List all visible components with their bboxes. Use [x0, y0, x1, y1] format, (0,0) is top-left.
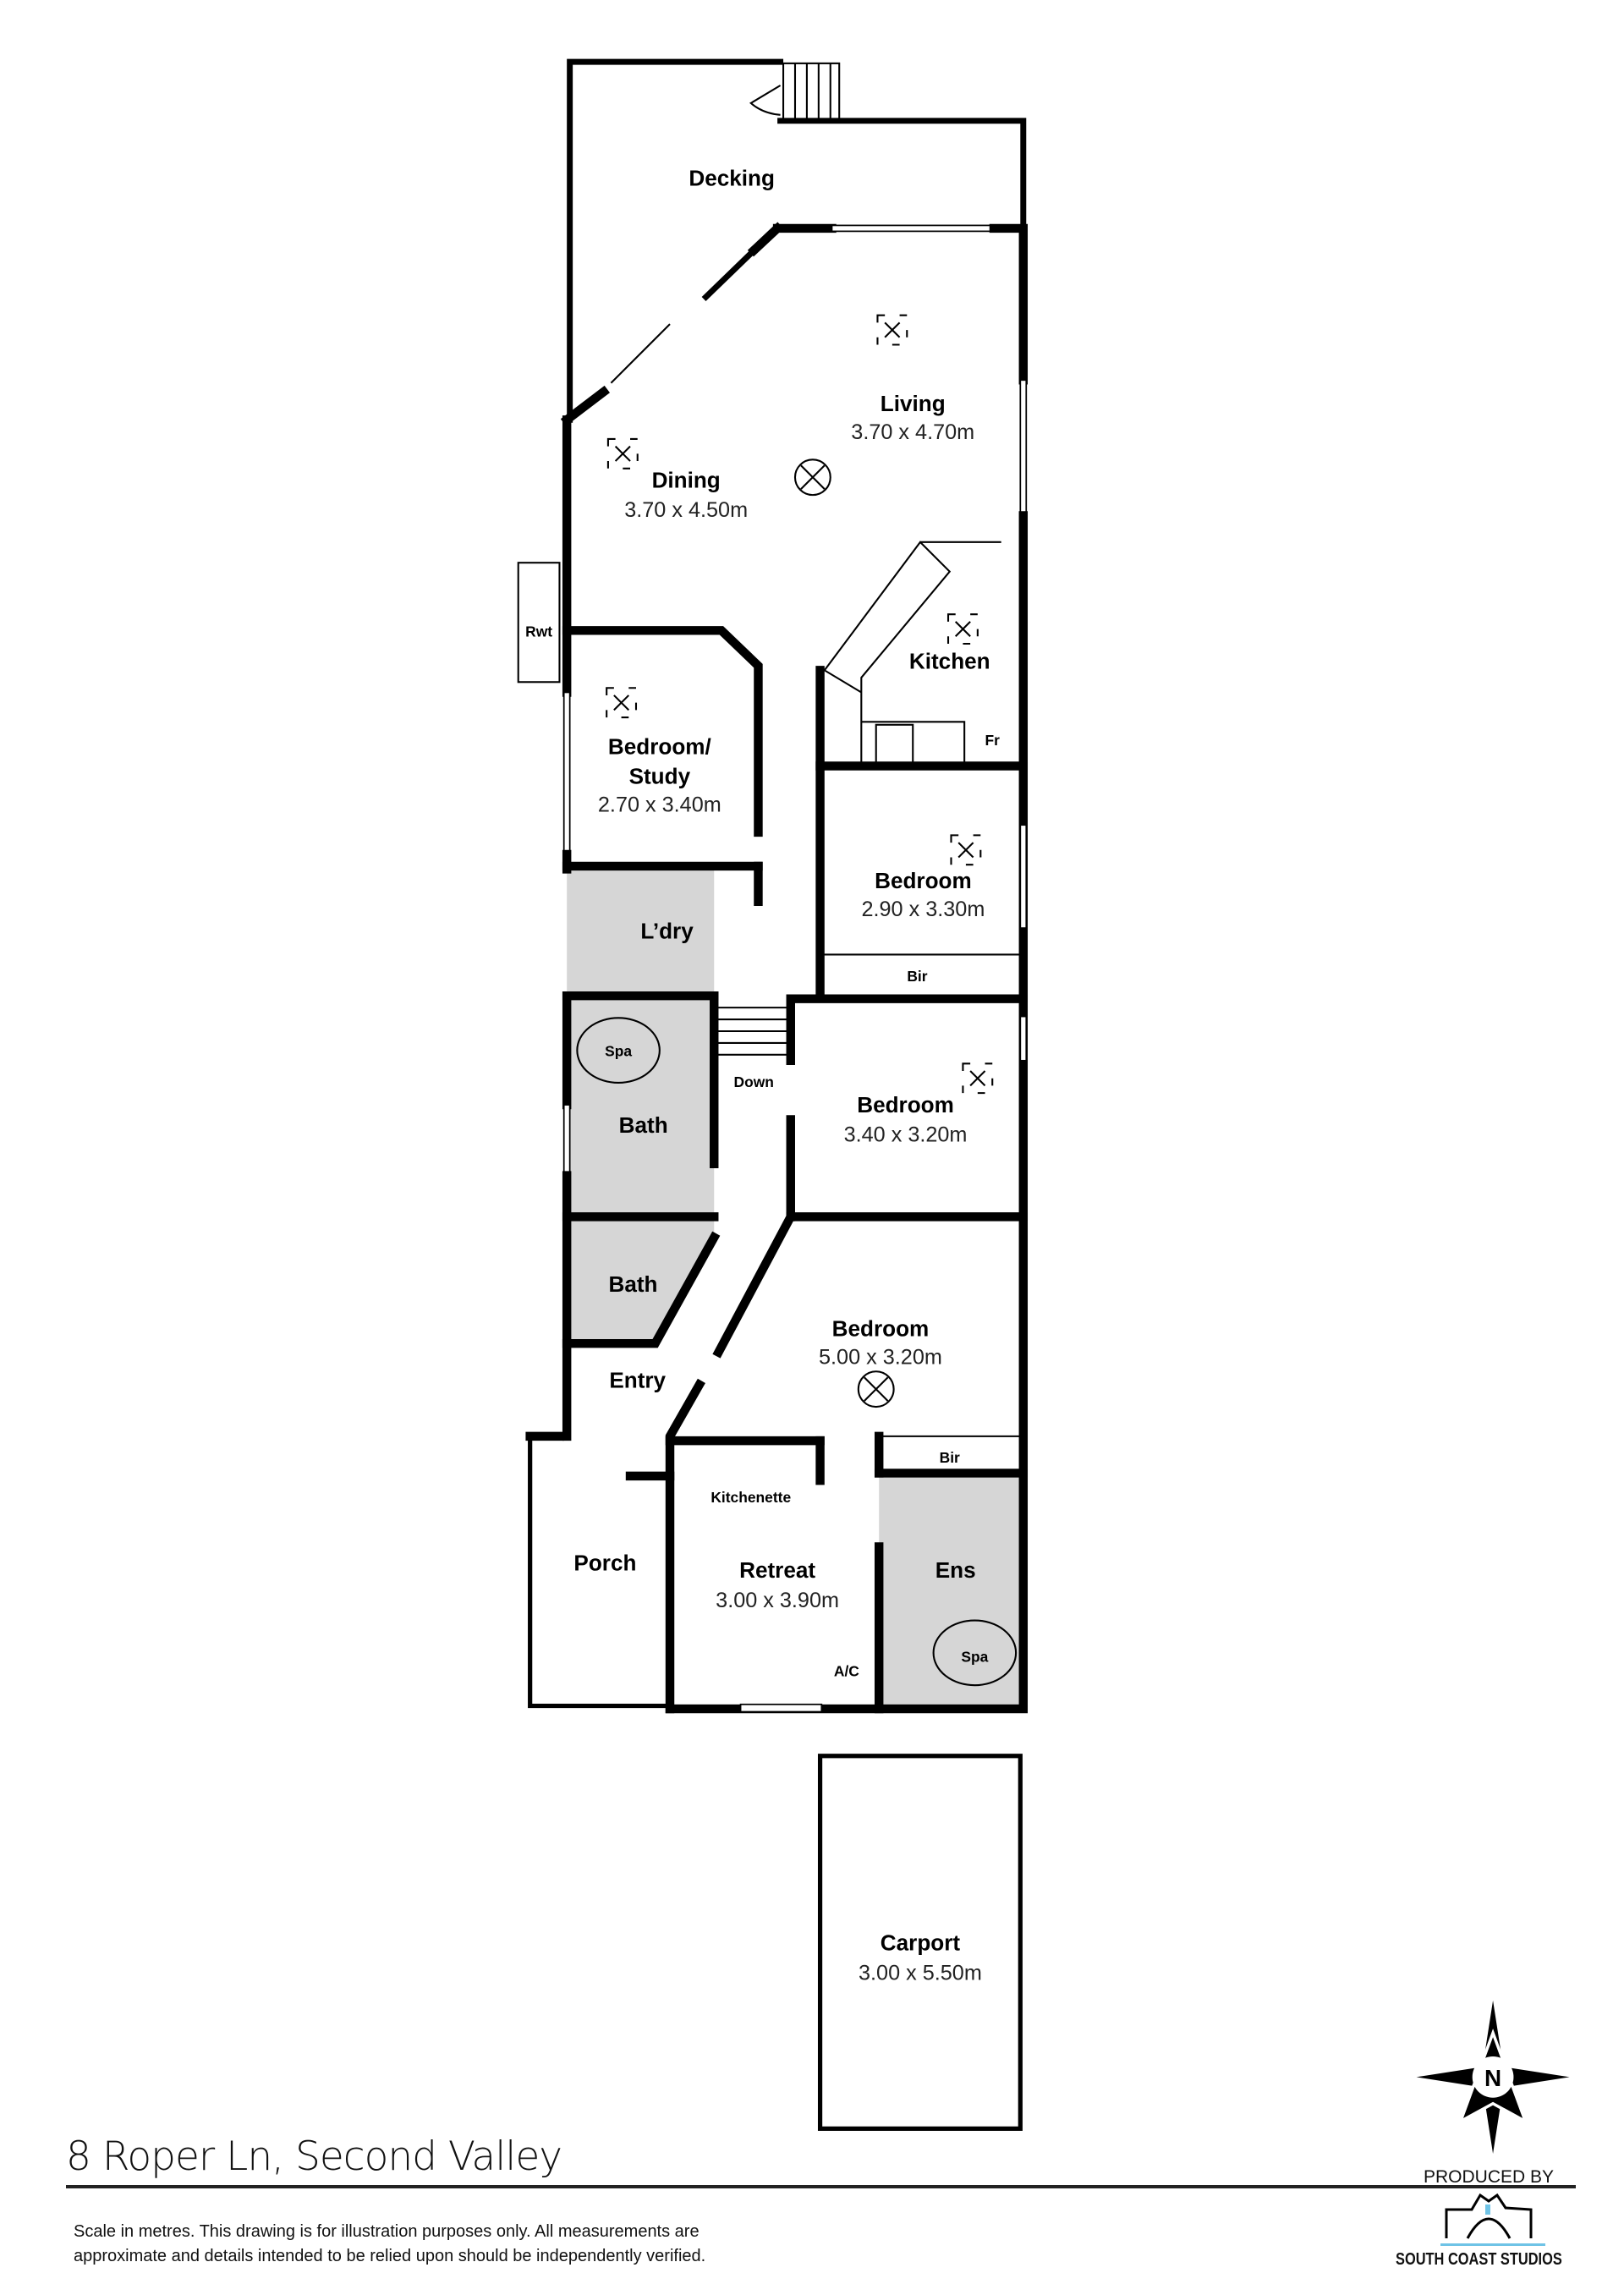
skylight-icon — [962, 1062, 994, 1095]
room-label-bedroom-3: Bedroom — [857, 1092, 954, 1117]
kitchenette-label: Kitchenette — [710, 1489, 791, 1506]
room-dims-bedroom-2: 2.90 x 3.30m — [861, 898, 985, 921]
room-dims-retreat: 3.00 x 3.90m — [716, 1589, 839, 1612]
wet-areas — [567, 865, 1027, 1710]
compass-icon: N — [1416, 2000, 1570, 2154]
produced-by-label: PRODUCED BY — [1424, 2167, 1555, 2187]
room-label-bath: Bath — [619, 1112, 668, 1138]
walls — [517, 222, 1029, 1714]
ceiling-fan-icon — [793, 458, 831, 497]
room-label-study: Bedroom/ — [608, 734, 711, 760]
stairs-down-label: Down — [734, 1073, 774, 1090]
ac-label: A/C — [834, 1663, 859, 1680]
spa-tub-icon — [576, 1017, 661, 1084]
brand-name: SOUTH COAST STUDIOS — [1396, 2250, 1562, 2269]
room-label-carport: Carport — [881, 1930, 961, 1956]
room-label-bedroom-2: Bedroom — [875, 868, 972, 893]
disclaimer-line: Scale in metres. This drawing is for ill… — [74, 2222, 700, 2241]
kitchen-bench — [823, 541, 1001, 767]
rwt-label: Rwt — [525, 623, 552, 640]
disclaimer: Scale in metres. This drawing is for ill… — [74, 2220, 705, 2269]
room-label-entry: Entry — [609, 1367, 666, 1392]
room-label-decking: Decking — [689, 165, 775, 190]
ceiling-fan-icon — [857, 1370, 895, 1408]
room-dims-dining: 3.70 x 4.50m — [624, 498, 748, 522]
room-label-laundry: L’dry — [640, 918, 694, 943]
decking-outline — [567, 58, 1027, 423]
room-label-kitchen: Kitchen — [909, 649, 990, 674]
room-label-porch: Porch — [573, 1550, 636, 1575]
carport-outline — [817, 1754, 1023, 2131]
room-label-living: Living — [881, 391, 946, 416]
room-label-dining: Dining — [652, 467, 721, 492]
bir-label: Bir — [940, 1449, 960, 1466]
brand-logo-icon — [1445, 2193, 1533, 2239]
light-fixtures — [606, 314, 994, 1408]
room-dims-study: 2.70 x 3.40m — [598, 793, 721, 817]
divider — [66, 2185, 1576, 2188]
room-dims-bedroom-3: 3.40 x 3.20m — [844, 1123, 968, 1147]
room-label-retreat: Retreat — [739, 1557, 815, 1583]
skylight-icon — [950, 834, 982, 866]
brand-underline — [1440, 2243, 1545, 2246]
disclaimer-line: approximate and details intended to be r… — [74, 2247, 706, 2265]
skylight-icon — [876, 314, 908, 346]
property-address: 8 Roper Ln, Second Valley — [66, 2133, 562, 2180]
room-dims-carport: 3.00 x 5.50m — [859, 1961, 982, 1985]
skylight-icon — [606, 437, 639, 469]
room-dims-bedroom-4: 5.00 x 3.20m — [819, 1346, 942, 1370]
skylight-icon — [946, 613, 979, 645]
room-label-bath-2: Bath — [608, 1271, 657, 1297]
skylight-icon — [606, 687, 638, 719]
compass-north-label: N — [1484, 2065, 1501, 2091]
spa-label: Spa — [605, 1043, 632, 1060]
room-label-ensuite: Ens — [935, 1557, 976, 1583]
spa-label: Spa — [961, 1648, 988, 1665]
spa-tub-icon — [932, 1619, 1018, 1687]
room-label-bedroom-4: Bedroom — [832, 1315, 930, 1341]
stairs — [716, 1007, 791, 1056]
room-label-study-2: Study — [629, 763, 691, 788]
room-dims-living: 3.70 x 4.70m — [851, 420, 974, 444]
fridge-label: Fr — [985, 732, 1001, 749]
bir-label: Bir — [907, 968, 927, 985]
